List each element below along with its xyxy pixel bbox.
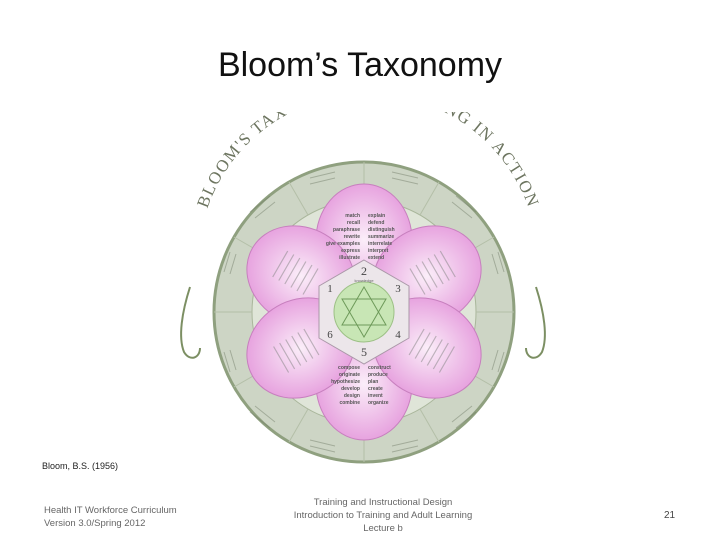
bottom-word-l2: hypothesize (331, 379, 360, 385)
slide-title: Bloom’s Taxonomy (217, 46, 503, 84)
footer-left: Health IT Workforce Curriculum Version 3… (44, 504, 177, 530)
bottom-word-r4: invent (368, 393, 383, 399)
top-word-r6: extend (368, 255, 384, 261)
bottom-word-r3: create (368, 386, 383, 392)
bottom-word-l0: compose (338, 365, 360, 371)
footer-curriculum: Health IT Workforce Curriculum (44, 505, 177, 516)
page-number: 21 (664, 510, 676, 521)
footer-lecture: Lecture b (363, 523, 403, 534)
bottom-word-l5: combine (339, 400, 360, 406)
top-word-l6: illustrate (339, 255, 360, 261)
level-5-label: 5 (361, 345, 367, 359)
star-triangle-down (341, 298, 387, 338)
bottom-word-r2: plan (368, 379, 378, 385)
level-4-label: 4 (395, 329, 401, 341)
footer-version: Version 3.0/Spring 2012 (44, 518, 146, 529)
bottom-word-l1: originate (339, 372, 360, 378)
top-word-r4: interrelate (368, 241, 392, 247)
bottom-word-l4: design (344, 393, 360, 399)
center-circle (333, 281, 395, 343)
level-3-label: 3 (395, 283, 401, 295)
star-triangle-up (341, 286, 387, 326)
top-word-l3: rewrite (344, 234, 361, 240)
top-word-l4: give examples (326, 241, 360, 247)
petal-text-hints (272, 250, 456, 373)
top-word-r3: summarize (368, 234, 394, 240)
bottom-word-r0: construct (368, 365, 391, 371)
citation: Bloom, B.S. (1956) (42, 461, 119, 471)
top-word-l5: express (341, 248, 360, 254)
bloom-wheel-svg: 2 5 1 3 6 4 knowledge match recall parap… (180, 79, 546, 464)
ring-text-hints (223, 171, 505, 453)
top-word-r2: distinguish (368, 227, 395, 233)
center-label: knowledge (354, 278, 374, 283)
top-word-l2: paraphrase (333, 227, 360, 233)
vine-left (180, 286, 201, 359)
footer-course: Training and Instructional Design (313, 497, 453, 508)
bottom-word-l3: develop (341, 386, 360, 392)
level-6-label: 6 (327, 329, 333, 341)
vine-right (525, 286, 546, 359)
bottom-word-r1: produce (368, 372, 388, 378)
level-1-label: 1 (327, 283, 333, 295)
top-word-r0: explain (368, 213, 385, 219)
footer-unit: Introduction to Training and Adult Learn… (293, 510, 473, 521)
top-word-l0: match (345, 213, 360, 219)
level-2-label: 2 (361, 264, 367, 278)
bottom-word-r5: organize (368, 400, 389, 406)
top-word-r1: defend (368, 220, 384, 226)
top-word-l1: recall (347, 220, 361, 226)
bloom-wheel-diagram: 2 5 1 3 6 4 knowledge match recall parap… (160, 79, 560, 472)
top-word-r5: interpret (368, 248, 389, 254)
footer-center: Training and Instructional Design Introd… (270, 496, 496, 535)
